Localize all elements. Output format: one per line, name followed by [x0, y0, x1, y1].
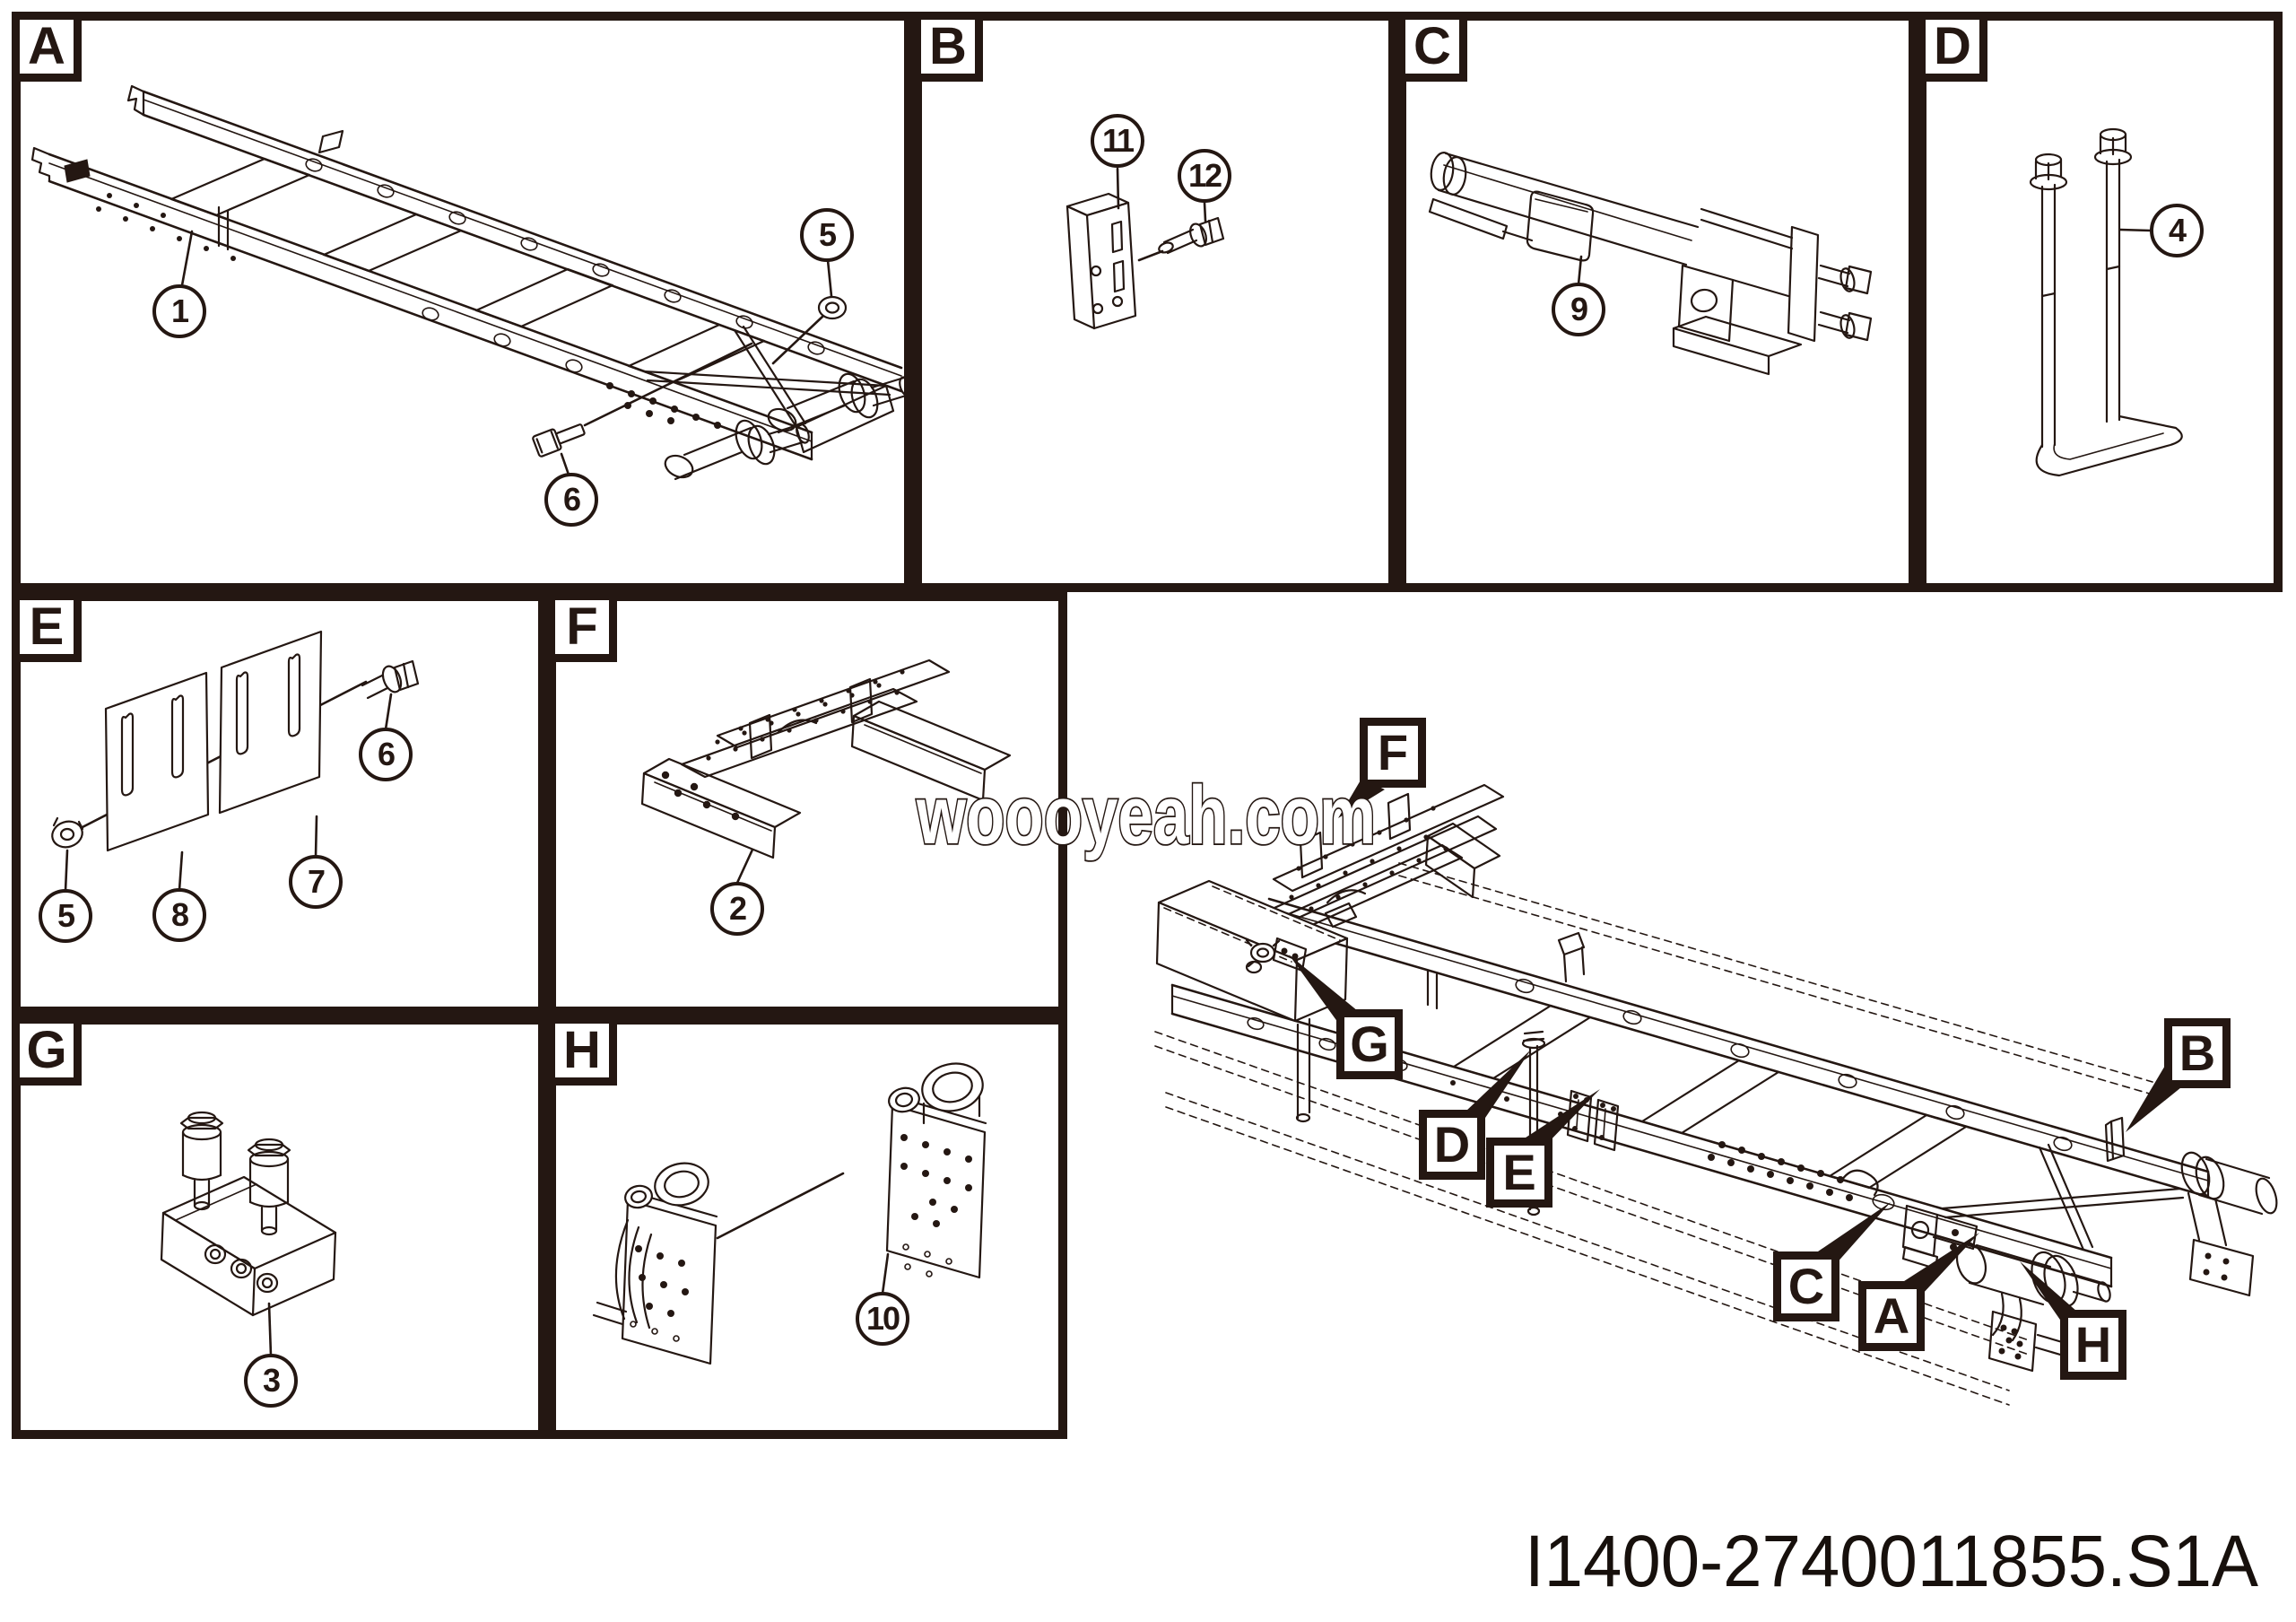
callout-9: 9 [1552, 283, 1605, 336]
callout-number: 4 [2168, 212, 2187, 249]
panel-letter: D [1934, 17, 1971, 75]
callout-number: 2 [728, 890, 747, 927]
assembly-letter: F [1377, 724, 1409, 780]
callout-number: 6 [377, 736, 396, 772]
panel-g-bracket-drawing [160, 1111, 337, 1357]
callout-4: 4 [2150, 204, 2204, 257]
callout-8: 8 [152, 888, 206, 942]
assembly-label-g: G [1336, 1009, 1403, 1079]
callout-7: 7 [289, 855, 343, 909]
panel-e-plates-drawing [51, 630, 420, 893]
callout-2: 2 [710, 882, 764, 936]
panel-letter: C [1413, 17, 1451, 75]
callout-number: 7 [307, 863, 326, 900]
panel-letter: A [28, 17, 65, 75]
assembly-label-d: D [1419, 1110, 1485, 1180]
callout-number: 12 [1187, 157, 1222, 194]
callout-number: 9 [1570, 291, 1588, 327]
callout-12: 12 [1178, 149, 1231, 203]
callout-1: 1 [152, 284, 206, 338]
callout-number: 11 [1101, 122, 1135, 159]
callout-number: 6 [562, 481, 581, 518]
panel-g-label: G [12, 1016, 82, 1086]
assembly-label-f: F [1360, 718, 1426, 788]
assembly-letter: G [1350, 1016, 1389, 1072]
panel-f-label: F [547, 592, 617, 662]
panel-b-bracket-drawing [1065, 167, 1225, 330]
panel-h-brackets-drawing [592, 1062, 987, 1365]
panel-e-label: E [12, 592, 82, 662]
panel-c-arm-drawing [1428, 152, 1873, 376]
panel-a-label: A [12, 12, 82, 82]
assembly-letter: B [2179, 1025, 2216, 1081]
assembly-label-a: A [1858, 1281, 1925, 1351]
assembly-letter: H [2074, 1316, 2112, 1373]
panel-a-frame-drawing [30, 84, 913, 481]
panel-b-label: B [913, 12, 983, 82]
panel-letter: F [566, 597, 598, 656]
panel-c-label: C [1397, 12, 1467, 82]
assembly-label-c: C [1773, 1251, 1839, 1321]
assembly-letter: E [1502, 1144, 1536, 1200]
panel-letter: G [26, 1021, 67, 1079]
callout-10: 10 [856, 1292, 909, 1346]
callout-11: 11 [1091, 114, 1144, 168]
assembly-letter: A [1873, 1287, 1910, 1344]
callout-6: 6 [544, 473, 598, 527]
panel-letter: B [929, 17, 967, 75]
callout-number: 5 [57, 897, 75, 934]
assembly-letter: C [1787, 1258, 1825, 1314]
assembly-letter: D [1433, 1116, 1471, 1173]
callout-5: 5 [800, 208, 854, 262]
panel-letter: H [563, 1021, 601, 1079]
callout-6: 6 [359, 728, 413, 781]
callout-5: 5 [39, 889, 92, 943]
panel-d-label: D [1918, 12, 1987, 82]
callout-number: 10 [865, 1300, 900, 1337]
callout-number: 8 [170, 896, 189, 933]
callout-number: 3 [262, 1362, 281, 1399]
panel-f-subframe-drawing [640, 658, 1012, 885]
panel-letter: E [29, 597, 65, 656]
callout-number: 5 [818, 216, 837, 253]
callout-3: 3 [244, 1354, 298, 1408]
assembly-label-b: B [2164, 1018, 2231, 1088]
panel-d-ubolt-drawing [2029, 127, 2183, 477]
callout-number: 1 [170, 292, 189, 329]
assembly-label-e: E [1486, 1138, 1552, 1208]
assembly-label-h: H [2060, 1310, 2126, 1380]
panel-h-label: H [547, 1016, 617, 1086]
